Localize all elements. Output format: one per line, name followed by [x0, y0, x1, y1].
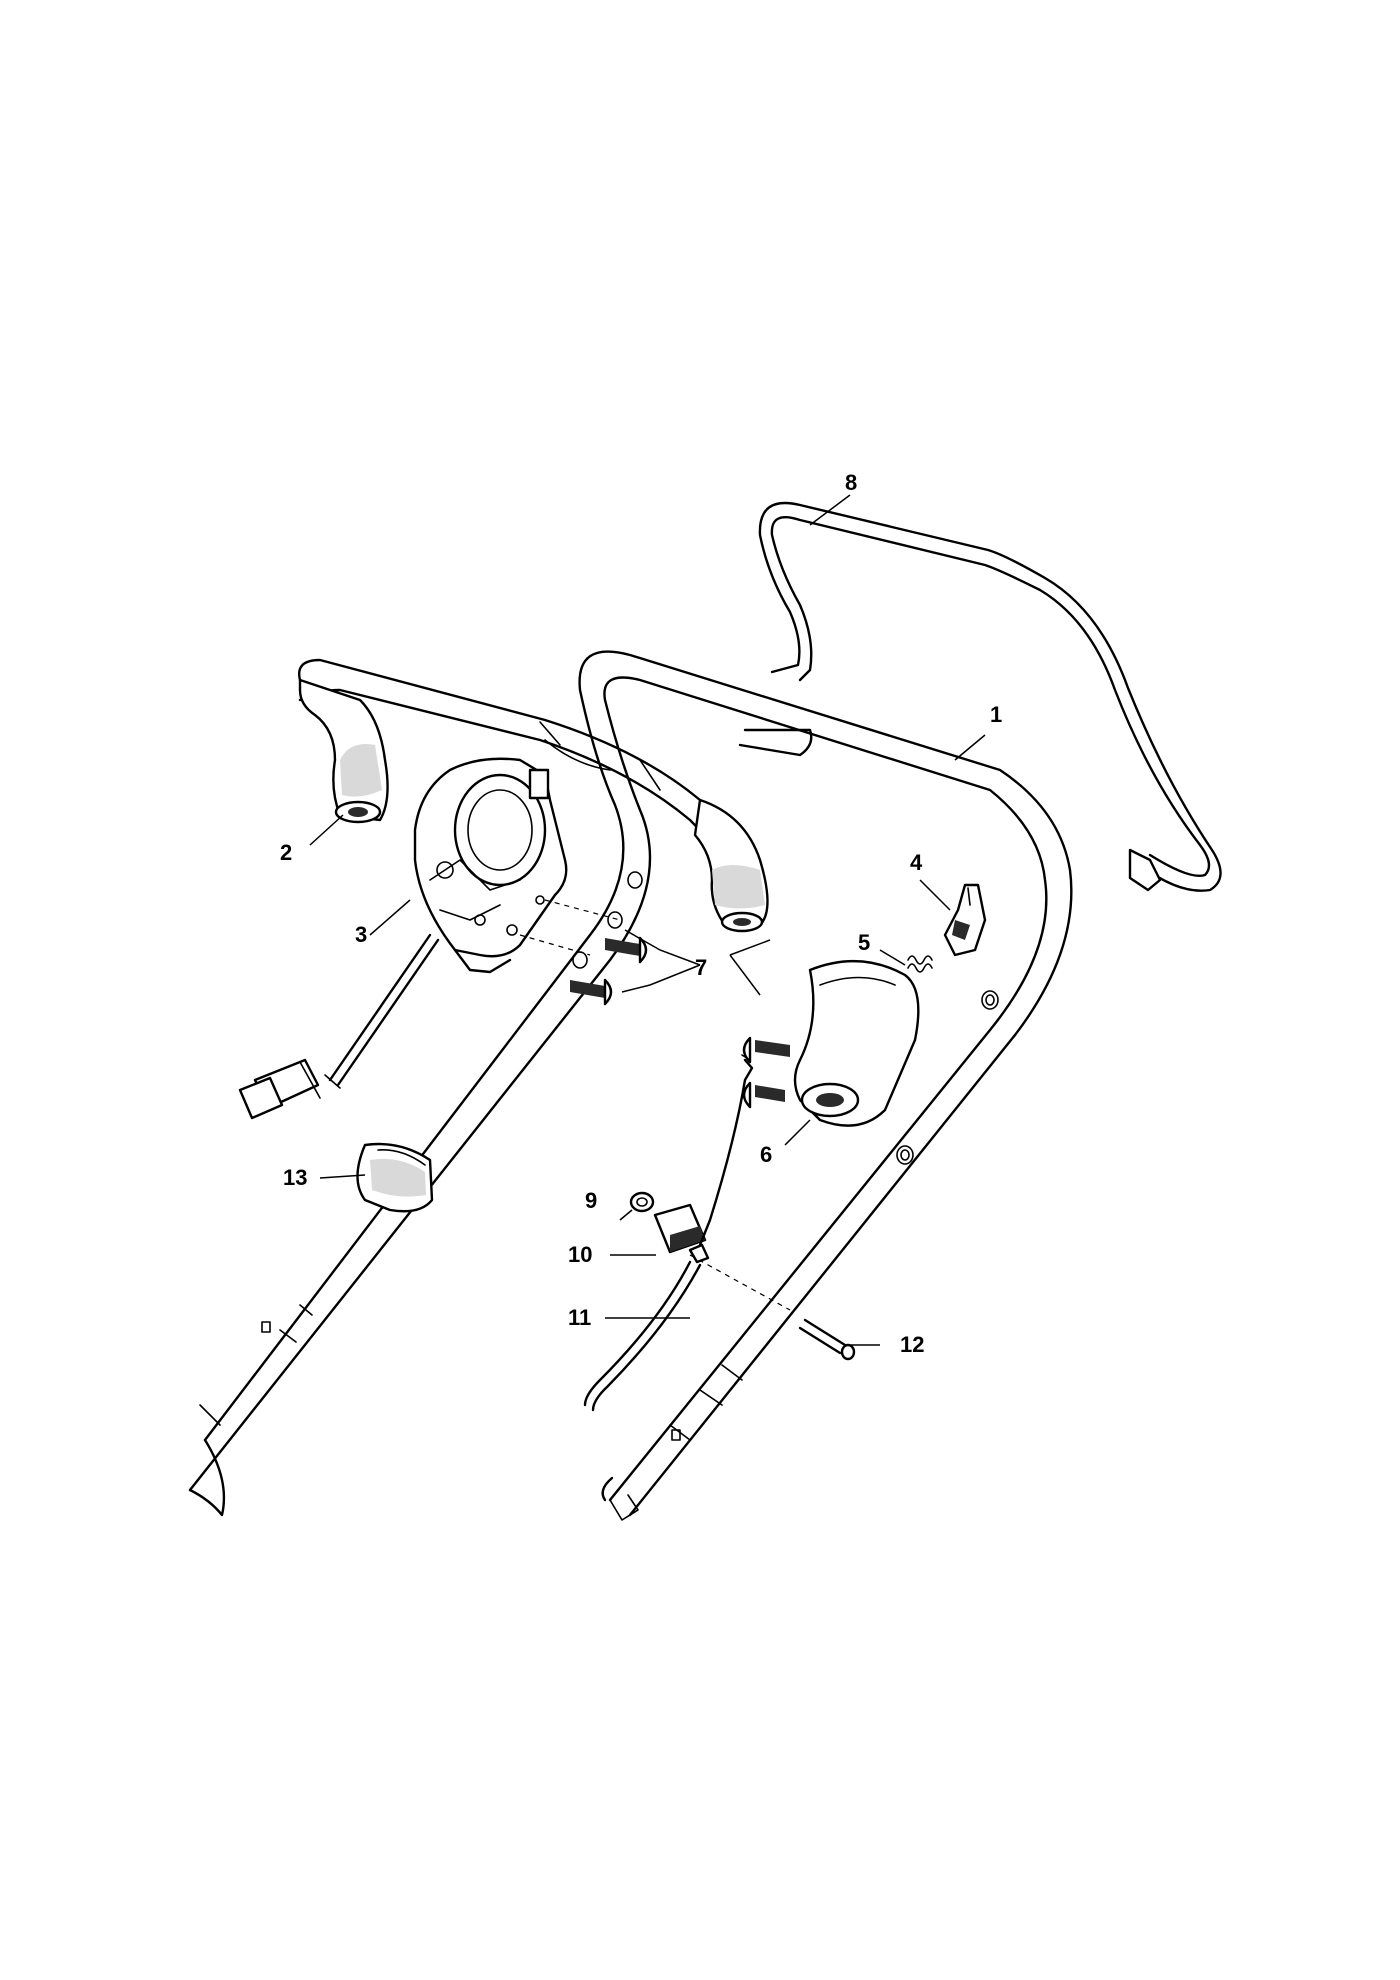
assembly-line-cable	[689, 1254, 791, 1311]
bail-bar	[738, 501, 1222, 892]
screw-c	[742, 1036, 790, 1064]
left-grip	[298, 678, 389, 824]
callout-5: 5	[858, 930, 870, 955]
screw-d	[742, 1081, 785, 1109]
callout-10: 10	[568, 1242, 592, 1267]
pin	[798, 1318, 856, 1361]
callout-11: 11	[568, 1305, 591, 1330]
electrical-cable	[238, 933, 440, 1120]
latch	[943, 883, 987, 957]
callout-2: 2	[280, 840, 292, 865]
bowden-cable	[583, 1054, 754, 1412]
callout-7: 7	[695, 955, 707, 980]
main-handle-bar	[188, 650, 1073, 1521]
callout-13: 13	[283, 1165, 307, 1190]
leader-lines	[309, 494, 986, 1346]
callout-3: 3	[355, 922, 367, 947]
spring	[907, 955, 933, 973]
assembly-line-upper	[544, 899, 621, 921]
callout-12: 12	[900, 1332, 924, 1357]
callout-4: 4	[910, 850, 923, 875]
screw-b	[570, 978, 613, 1006]
callout-8: 8	[845, 470, 857, 495]
control-housing	[413, 757, 568, 974]
callout-1: 1	[990, 702, 1002, 727]
assembly-line-lower	[519, 934, 591, 956]
callout-6: 6	[760, 1142, 772, 1167]
callout-9: 9	[585, 1188, 597, 1213]
grip-cover	[793, 959, 920, 1127]
right-grip	[693, 798, 769, 933]
cable-holder	[653, 1203, 707, 1254]
nut	[629, 1191, 655, 1213]
cable-clip	[356, 1142, 434, 1213]
